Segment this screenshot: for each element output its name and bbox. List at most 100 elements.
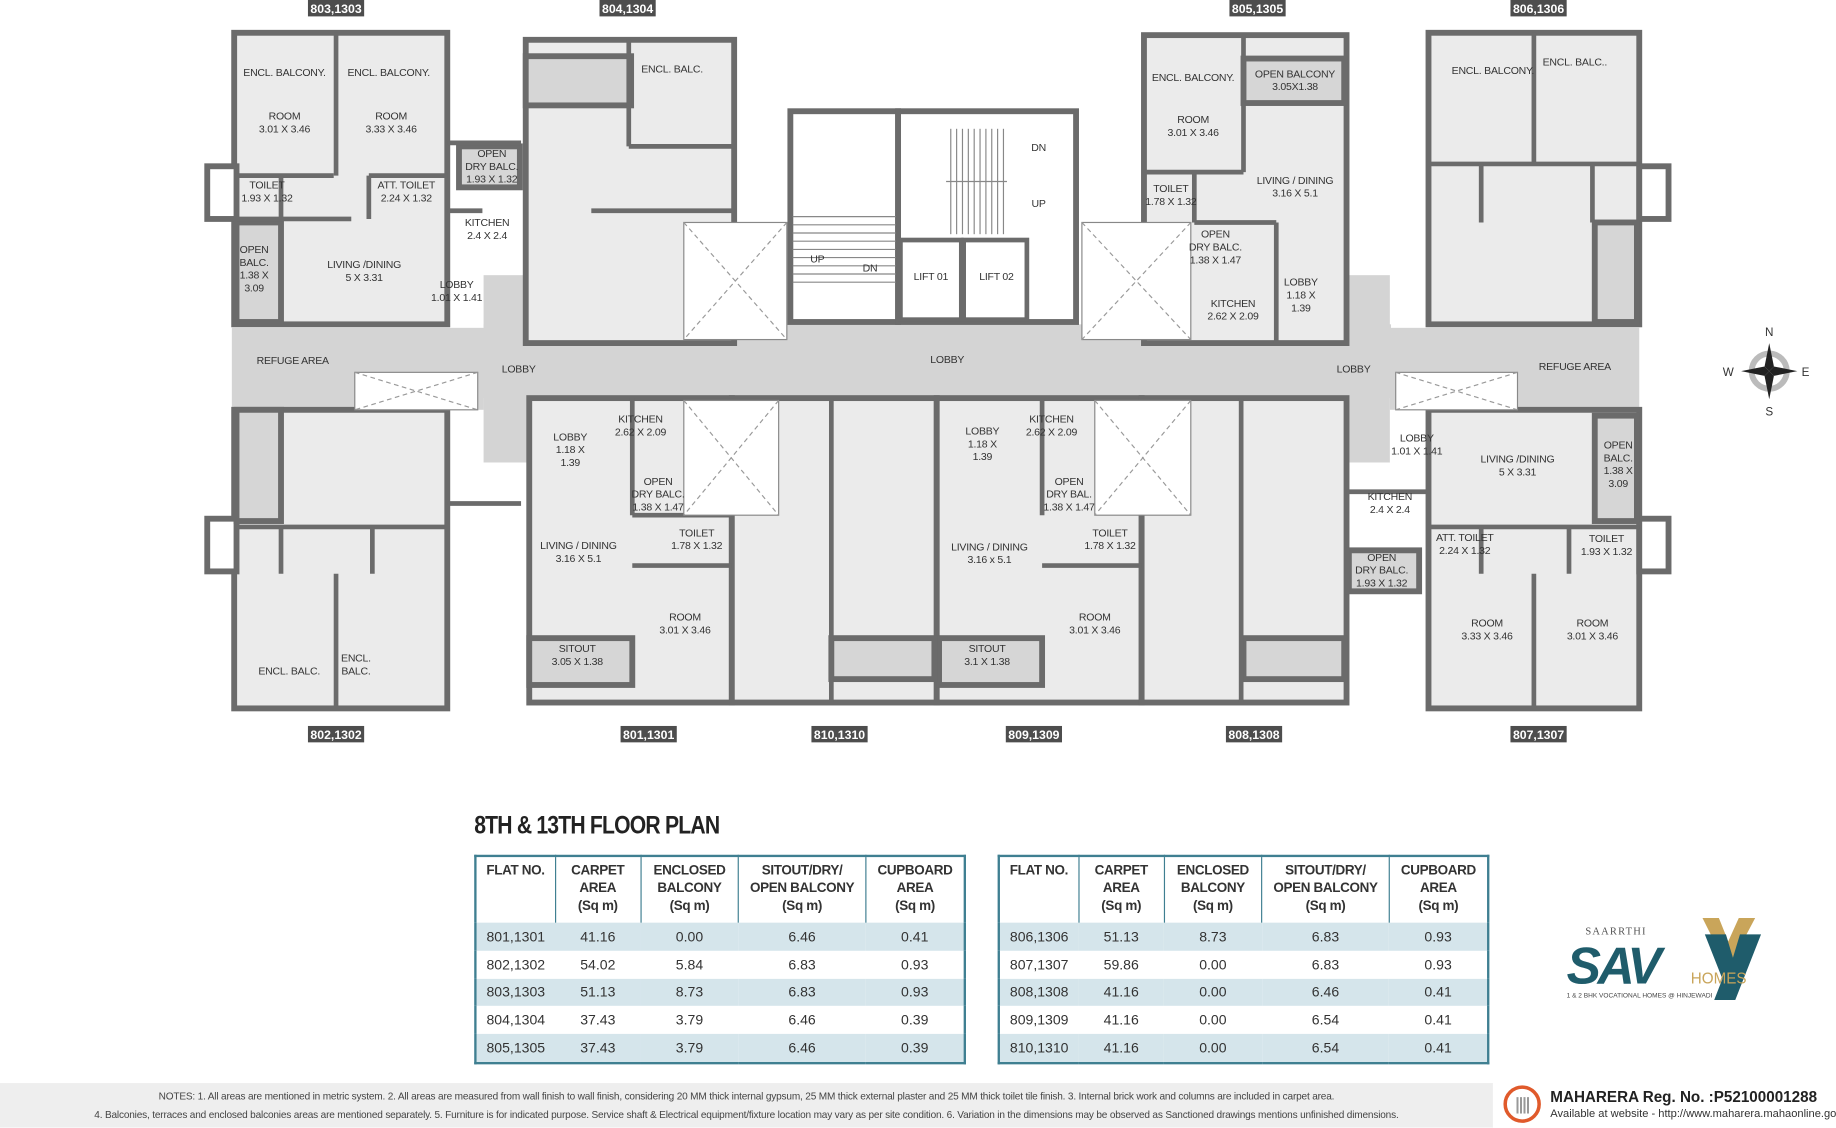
room-label-line: 1.39 [1291,302,1311,314]
room-label-line: KITCHEN [1368,491,1413,503]
shafts [354,221,1519,516]
table-cell: 41.16 [1078,978,1164,1007]
table-cell: 51.13 [1078,922,1164,951]
room-label-line: ENCL. BALCONY. [348,67,430,79]
table-cell: 0.39 [901,1011,929,1029]
room-label: DN [863,263,878,275]
table-cell: 0.41 [865,922,965,951]
room-label: DN [1031,142,1046,154]
table-cell: 6.46 [738,922,866,951]
shaft-void [683,399,780,516]
column-header: CARPET AREA (Sq m) [1078,855,1165,923]
flat-number-text: 806,1306 [1513,2,1564,16]
room-label-line: DRY BALC. [1355,565,1408,577]
room-label-line: 3.05X1.38 [1272,81,1318,93]
balcony-area [936,635,1046,688]
room-label-line: TOILET [1153,183,1189,195]
flat-number-label: 801,1301 [620,725,677,743]
table-cell: 54.02 [580,956,616,973]
flat-number-text: 801,1301 [623,728,674,742]
flat-number-label: 807,1307 [1510,725,1567,743]
column-header: CARPET AREA (Sq m) [555,855,642,923]
room-label-line: LIVING /DINING [327,259,401,271]
table-cell: 6.54 [1261,1034,1390,1064]
room-label-line: ROOM [669,612,701,624]
shaft-void [1081,221,1192,341]
room-label-line: LOBBY [930,354,964,366]
flat-number-label: 808,1308 [1225,725,1283,743]
room-label-line: LIFT 01 [914,271,949,283]
room-label-line: LOBBY [1337,363,1371,375]
room-label: LIFT 01 [914,271,949,283]
room-label-line: ENCL. BALCONY. [243,67,325,79]
table-cell: 6.46 [1261,978,1390,1007]
room-label-line: OPEN BALCONY [1255,68,1335,80]
table-cell: 804,1304 [486,1011,546,1029]
svg-text:SAARRTHI: SAARRTHI [1585,926,1646,937]
balcony-area [522,53,635,109]
room-label-line: ENCL. BALC.. [1543,57,1607,69]
table-cell: 6.54 [1311,1011,1340,1029]
compass-e: E [1802,366,1810,379]
savvy-homes-logo: SAARRTHI SAV HOMES 1 & 2 BHK VOCATIONAL … [1567,917,1762,1000]
room-label-line: 3.01 X 3.46 [259,123,311,135]
table-cell: 0.00 [1199,956,1227,973]
table-cell: 801,1301 [475,922,556,951]
flat-number-label: 809,1309 [1005,725,1063,743]
balcony-area [456,143,523,191]
room-label-line: LOBBY [440,279,474,291]
room-label-line: 3.16 x 5.1 [967,554,1011,566]
table-cell: 6.83 [1261,922,1390,951]
room-label: LOBBY [1337,363,1371,375]
room-label-line: DRY BAL. [1046,489,1092,501]
room-label-line: 1.78 X 1.32 [671,540,723,552]
room-label-line: 1.01 X 1.41 [431,292,483,304]
table-cell: 0.00 [1199,1011,1227,1029]
table-cell: 0.00 [640,922,739,951]
room-label-line: 5 X 3.31 [1499,466,1537,478]
room-label-line: OPEN [1604,439,1633,451]
room-label-line: KITCHEN [1029,414,1074,426]
balcony-area [233,406,284,524]
balcony-area [1345,547,1423,595]
room-label-line: 3.01 X 3.46 [659,624,711,636]
table-cell: 0.93 [865,978,965,1007]
room-label-line: 1.93 X 1.32 [466,174,518,186]
table-cell: 59.86 [1103,956,1139,973]
room-label-line: LIVING / DINING [1257,175,1334,187]
room-label-line: BALC. [1604,452,1633,464]
table-cell: 0.93 [901,956,929,973]
room-label-line: 5 X 3.31 [345,272,383,284]
room-label: LOBBY [930,354,964,366]
compass-n: N [1765,326,1773,339]
column-header: CUPBOARD AREA (Sq m) [1400,864,1476,914]
window-pod [204,163,240,222]
room-label-line: OPEN [1055,476,1084,488]
room-label: UP [1032,198,1047,210]
balcony-area [233,219,284,325]
room-label-line: ENCL. BALC. [641,64,703,76]
